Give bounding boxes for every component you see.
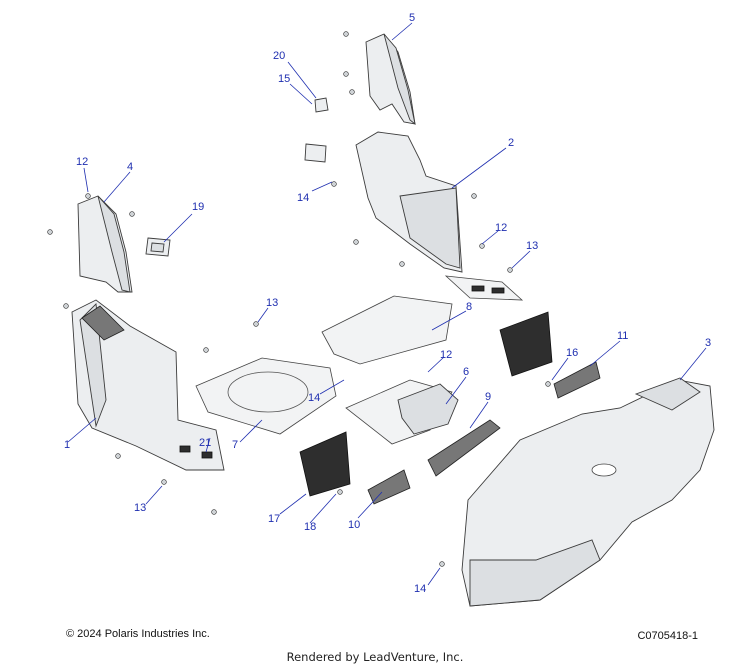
part-7-floor-plate: [195, 357, 337, 435]
callout-2[interactable]: 2: [508, 137, 514, 149]
callout-15[interactable]: 15: [278, 73, 290, 85]
callout-1[interactable]: 1: [64, 439, 70, 451]
callout-12a[interactable]: 12: [76, 156, 88, 168]
diagram-code: C0705418-1: [637, 630, 698, 642]
part-11-mesh-panel: [553, 361, 601, 399]
part-10-mesh-panel: [367, 469, 411, 505]
part-8-floor-plate: [321, 295, 453, 365]
fasteners: [47, 31, 551, 567]
callout-18[interactable]: 18: [304, 521, 316, 533]
rendered-by-text: Rendered by LeadVenture, Inc.: [286, 650, 464, 664]
callout-13c[interactable]: 13: [134, 502, 146, 514]
callout-13b[interactable]: 13: [526, 240, 538, 252]
part-1-side-panel: [71, 299, 225, 471]
callout-10[interactable]: 10: [348, 519, 360, 531]
part-5-upper-panel: [365, 33, 416, 126]
rear-mesh-panel: [499, 311, 553, 377]
part-2-side-panel: [355, 131, 524, 301]
callout-16[interactable]: 16: [566, 347, 578, 359]
callout-17[interactable]: 17: [268, 513, 280, 525]
callout-14a[interactable]: 14: [297, 192, 309, 204]
part-19-bracket: [145, 237, 171, 257]
part-4-upper-panel: [77, 195, 133, 293]
callouts: 1 2 3 4 5 6 7 8 9 10 11 12 12 12 13 13 1…: [64, 12, 711, 595]
part-6-heat-shield: [345, 379, 459, 445]
callout-11[interactable]: 11: [617, 330, 628, 342]
callout-8[interactable]: 8: [466, 301, 472, 313]
callout-6[interactable]: 6: [463, 366, 469, 378]
leader-lines: [67, 22, 707, 586]
callout-13a[interactable]: 13: [266, 297, 278, 309]
callout-12c[interactable]: 12: [440, 349, 452, 361]
callout-3[interactable]: 3: [705, 337, 711, 349]
part-3-floor-tub: [461, 377, 715, 607]
copyright-text: © 2024 Polaris Industries Inc.: [66, 628, 210, 640]
callout-7[interactable]: 7: [232, 439, 238, 451]
part-9-mesh-strip: [427, 419, 501, 477]
callout-19[interactable]: 19: [192, 201, 204, 213]
callout-9[interactable]: 9: [485, 391, 491, 403]
callout-4[interactable]: 4: [127, 161, 133, 173]
callout-20[interactable]: 20: [273, 50, 285, 62]
callout-21[interactable]: 21: [199, 437, 211, 449]
callout-12b[interactable]: 12: [495, 222, 507, 234]
part-17-mesh-panel: [299, 431, 351, 497]
callout-5[interactable]: 5: [409, 12, 415, 24]
callout-14c[interactable]: 14: [414, 583, 426, 595]
part-20-grommet: [304, 97, 329, 163]
callout-14b[interactable]: 14: [308, 392, 320, 404]
